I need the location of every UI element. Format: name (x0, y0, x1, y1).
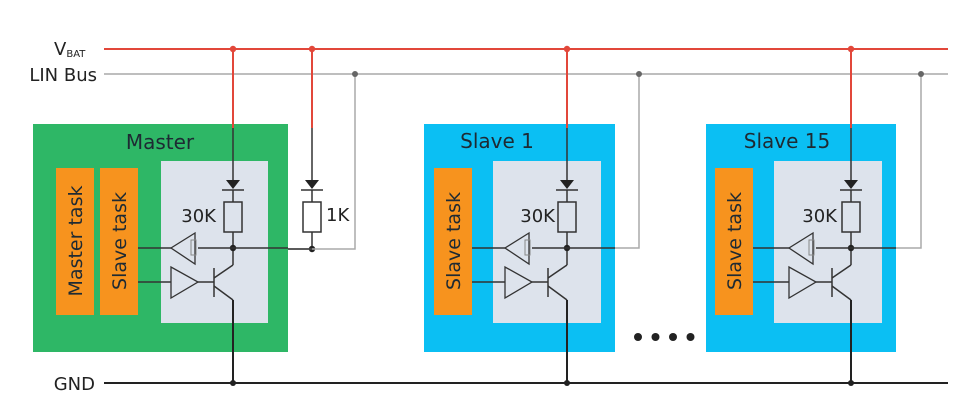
junction-dot (847, 45, 855, 53)
transceiver-box (161, 161, 268, 323)
master-title: Master (126, 130, 195, 154)
master-pullup-branch: 1K (288, 45, 358, 253)
slave-task-label: Slave task (443, 192, 465, 290)
driver-buffer-icon (788, 265, 818, 300)
diode-icon (226, 180, 240, 189)
vbat-label: VBAT (54, 39, 86, 60)
schmitt-trigger-icon (808, 239, 815, 256)
slave-task-label: Slave task (724, 192, 746, 290)
lin-bus-label: LIN Bus (29, 65, 97, 86)
driver-buffer-icon (170, 265, 200, 300)
transistor-collector (547, 264, 568, 279)
slave15-title: Slave 15 (744, 129, 830, 153)
junction-dot (636, 71, 642, 77)
diode-icon (560, 180, 574, 189)
lin-tap-wire (615, 74, 640, 249)
slave15-node: Slave 15 Slave task 30K (706, 124, 896, 352)
slave-task-box (100, 168, 138, 315)
master-task-box (56, 168, 94, 315)
pullup-resistor-1k-label: 1K (326, 205, 350, 226)
receiver-buffer-icon (787, 231, 814, 266)
junction-dot (229, 45, 237, 53)
pullup-resistor-icon (302, 201, 322, 233)
ellipsis-dot (686, 333, 695, 341)
slave1-node: Slave 1 Slave task 30K (424, 124, 615, 352)
junction-dot (848, 380, 854, 386)
ellipsis-dot (651, 333, 660, 341)
pullup-resistor-label: 30K (520, 206, 556, 227)
slave-task-box (715, 168, 753, 315)
junction-dot (230, 380, 236, 386)
diode-icon (844, 180, 858, 189)
ellipsis-more-slaves (634, 333, 695, 341)
transceiver-box (774, 161, 882, 323)
transceiver-box (493, 161, 601, 323)
receiver-buffer-icon (503, 231, 530, 266)
slave-task-label: Slave task (109, 192, 131, 290)
schmitt-trigger-icon (524, 239, 531, 256)
receiver-buffer-icon (169, 231, 196, 266)
pullup-resistor-label: 30K (181, 206, 217, 227)
master-node: Master Master task Slave task 30K (33, 124, 288, 352)
junction-dot (352, 71, 358, 77)
lin-tap-wire (896, 74, 922, 249)
circuits (138, 45, 924, 386)
junction-dot (308, 45, 316, 53)
ellipsis-dot (669, 333, 677, 341)
junction-dot (563, 45, 571, 53)
ellipsis-dot (634, 333, 642, 341)
transistor-collector (831, 264, 852, 279)
transistor-emitter (213, 285, 234, 301)
slave1-title: Slave 1 (460, 129, 534, 153)
master-task-label: Master task (65, 186, 87, 297)
schmitt-trigger-icon (190, 239, 197, 256)
driver-buffer-icon (504, 265, 534, 300)
pullup-diode-icon (305, 180, 319, 189)
junction-dot (564, 380, 570, 386)
junction-dot (918, 71, 924, 77)
pullup-resistor-label: 30K (802, 206, 838, 227)
transistor-emitter (831, 285, 852, 301)
transistor-collector (213, 264, 234, 279)
gnd-label: GND (54, 374, 95, 395)
transistor-emitter (547, 285, 568, 301)
slave-task-box (434, 168, 472, 315)
